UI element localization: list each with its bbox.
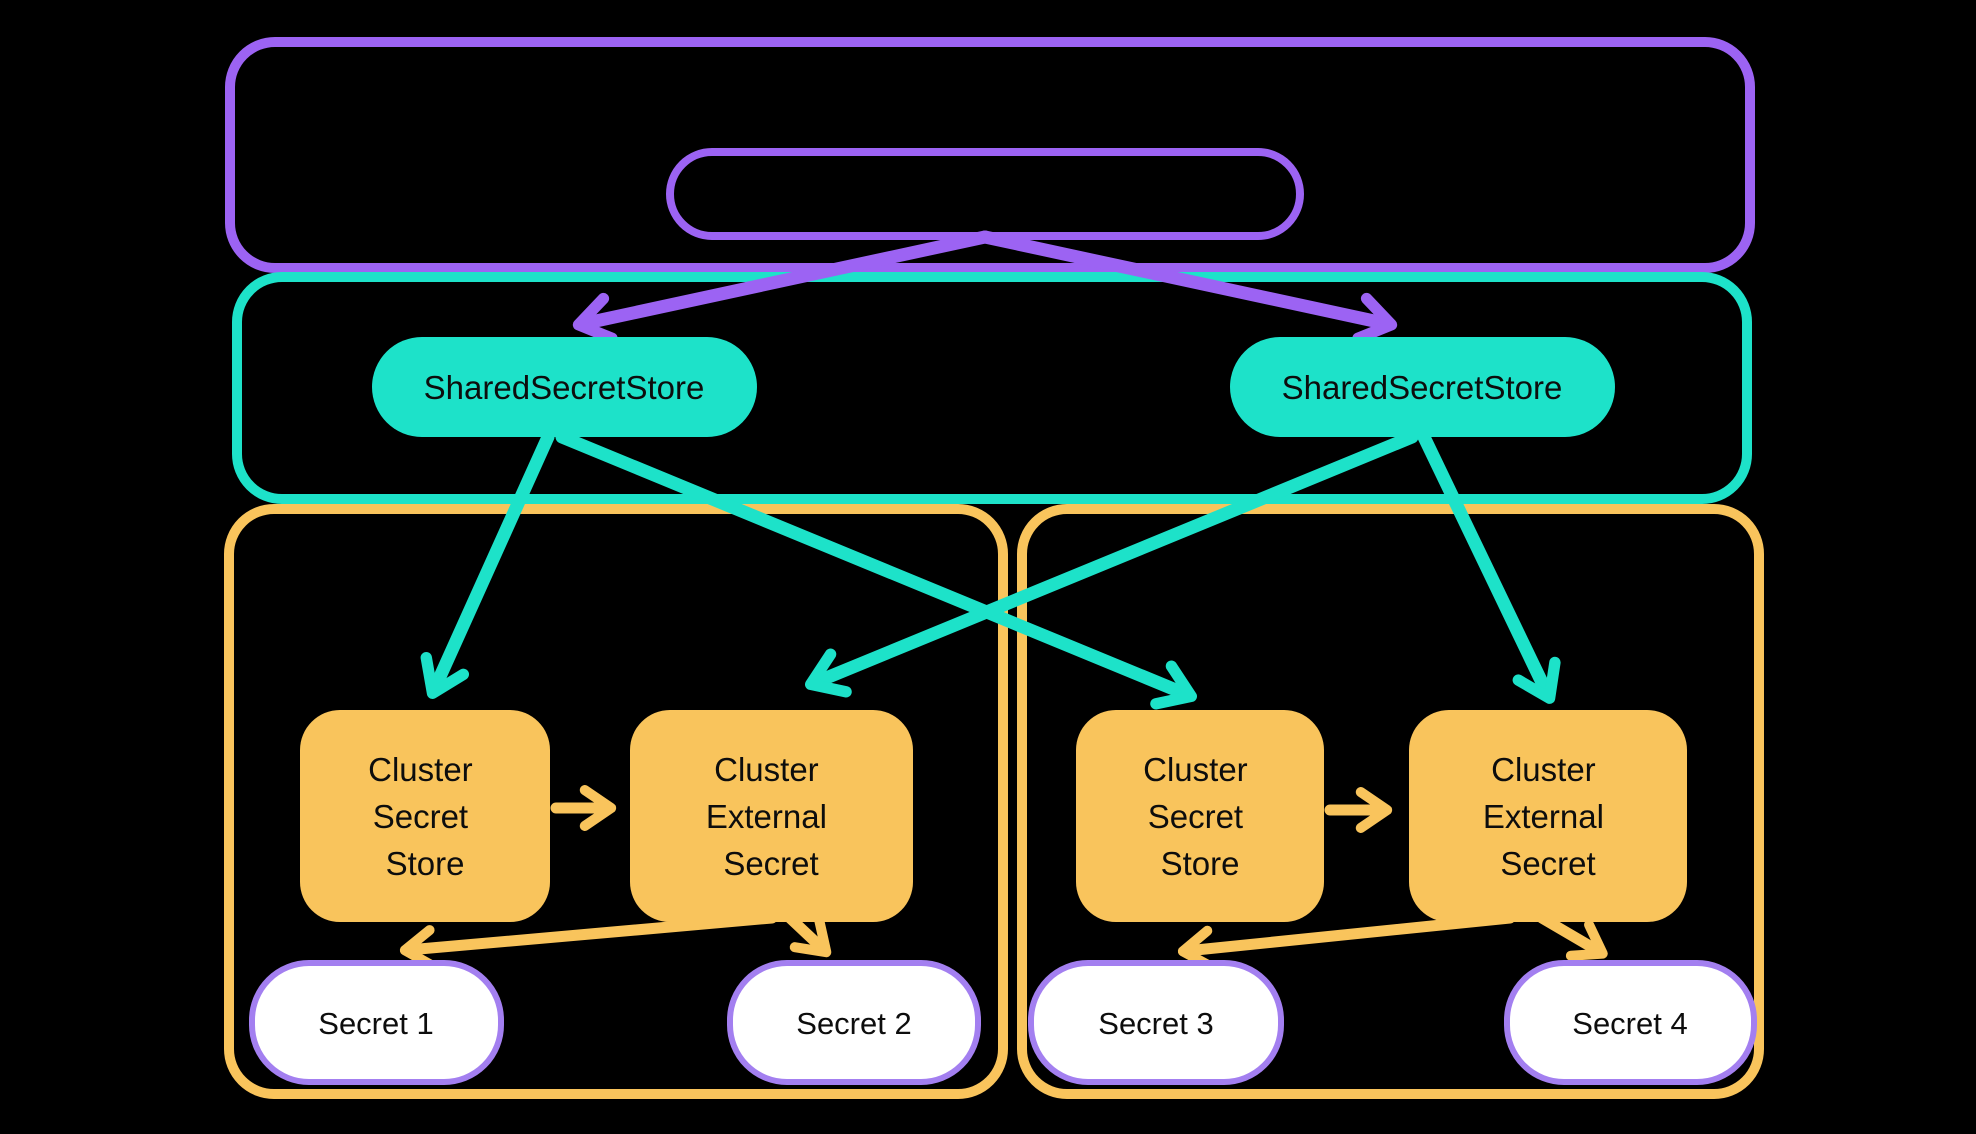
secret-4-pill bbox=[1504, 960, 1757, 1085]
secret-2: Secret 2 bbox=[727, 960, 981, 1085]
arrow-pill-to-shared-store-right bbox=[978, 230, 1398, 345]
secret-3: Secret 3 bbox=[1028, 960, 1284, 1085]
workload-cluster-2-container bbox=[1017, 504, 1764, 1099]
secret-4: Secret 4 bbox=[1504, 960, 1757, 1085]
arrow-cluster1-external-to-secret1 bbox=[399, 912, 778, 971]
arrow-shared-right-to-cluster2-external-secret bbox=[1417, 430, 1561, 704]
shared-secret-store-right-label: SharedSecretStore bbox=[1282, 369, 1563, 406]
cluster1-secret-store-label: Cluster Secret Store bbox=[368, 751, 482, 882]
arrow-cluster2-external-to-secret4 bbox=[1536, 912, 1608, 961]
cluster2-secret-store: Cluster Secret Store bbox=[1076, 710, 1324, 922]
arrow-shared-left-to-cluster2-secret-store bbox=[555, 430, 1197, 710]
secret-3-pill bbox=[1028, 960, 1284, 1085]
cluster1-secret-store-box bbox=[300, 710, 550, 922]
cluster1-external-secret-label: Cluster External Secret bbox=[706, 751, 836, 882]
cluster1-secret-store: Cluster Secret Store bbox=[300, 710, 550, 922]
cluster1-external-secret-box bbox=[630, 710, 913, 922]
management-cluster-container bbox=[225, 37, 1755, 273]
secret-1-label: Secret 1 bbox=[318, 1006, 433, 1041]
arrow-cluster1-external-to-secret2 bbox=[784, 912, 832, 958]
shared-store-layer-container bbox=[232, 272, 1752, 504]
management-pill-outline bbox=[666, 148, 1304, 240]
shared-secret-store-right: SharedSecretStore bbox=[1230, 337, 1615, 437]
shared-secret-store-left-label: SharedSecretStore bbox=[424, 369, 705, 406]
cluster2-external-secret: Cluster External Secret bbox=[1409, 710, 1687, 922]
arrow-shared-right-to-cluster1-external-secret bbox=[805, 430, 1419, 698]
secret-1-pill bbox=[249, 960, 504, 1085]
secret-2-label: Secret 2 bbox=[796, 1006, 911, 1041]
cluster1-external-secret: Cluster External Secret bbox=[630, 710, 913, 922]
arrow-pill-to-shared-store-left bbox=[572, 230, 992, 345]
secret-1: Secret 1 bbox=[249, 960, 504, 1085]
shared-secret-store-left: SharedSecretStore bbox=[372, 337, 757, 437]
arrow-shared-left-to-cluster1-secret-store bbox=[420, 430, 555, 699]
cluster2-external-secret-label: Cluster External Secret bbox=[1483, 751, 1613, 882]
shared-secret-store-right-pill bbox=[1230, 337, 1615, 437]
cluster2-external-secret-box bbox=[1409, 710, 1687, 922]
shared-secret-store-left-pill bbox=[372, 337, 757, 437]
cluster2-secret-store-box bbox=[1076, 710, 1324, 922]
arrow-cluster2-external-to-secret3 bbox=[1177, 912, 1516, 972]
secret-4-label: Secret 4 bbox=[1572, 1006, 1687, 1041]
secret-3-label: Secret 3 bbox=[1098, 1006, 1213, 1041]
secret-2-pill bbox=[727, 960, 981, 1085]
workload-cluster-1-container bbox=[224, 504, 1008, 1099]
cluster2-secret-store-label: Cluster Secret Store bbox=[1143, 751, 1257, 882]
